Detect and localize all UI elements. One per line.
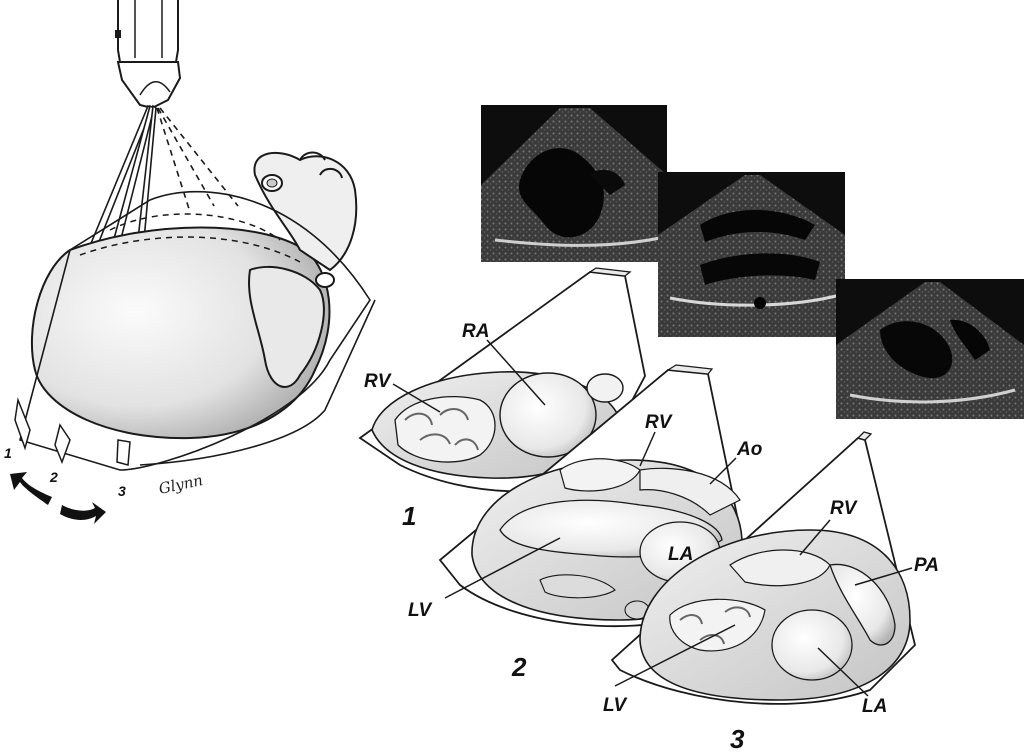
section-number-2: 2	[511, 652, 527, 682]
rv-leader-line-2	[639, 431, 656, 467]
label-ao: Ao	[736, 439, 762, 460]
label-la-3: LA	[862, 696, 887, 717]
label-la-2: LA	[668, 544, 693, 565]
la-leader-line-3	[817, 647, 869, 697]
echo-image-2	[658, 172, 845, 337]
label-lv-2: LV	[408, 600, 433, 621]
rotate-arrow-left-icon	[10, 472, 52, 505]
section-3-slice	[610, 431, 916, 705]
label-rv-1: RV	[364, 371, 392, 392]
label-ra: RA	[462, 321, 489, 342]
echo-image-3	[836, 279, 1024, 419]
label-lv-3: LV	[603, 695, 628, 716]
artist-signature: Glynn	[157, 471, 204, 498]
plane-label-2: 2	[49, 469, 58, 485]
echo-image-1	[481, 105, 667, 262]
section-3-labels: RV PA LV LA 3	[603, 498, 939, 753]
section-1-labels: RA RV 1	[364, 321, 546, 531]
lv-leader-line-3	[614, 624, 736, 687]
section-number-3: 3	[730, 724, 745, 753]
lv-leader-line-2	[444, 537, 561, 599]
rv-leader-line-3	[799, 519, 831, 556]
pa-leader-line	[854, 567, 913, 586]
plane-label-1: 1	[4, 445, 12, 461]
label-rv-2: RV	[645, 412, 673, 433]
plane-label-3: 3	[118, 483, 126, 499]
rv-leader-line-1	[392, 383, 441, 413]
heart-illustration	[14, 151, 376, 471]
rotate-arrow-right-icon	[60, 502, 106, 524]
label-rv-3: RV	[830, 498, 858, 519]
section-2-labels: RV Ao LA LV 2	[408, 412, 762, 682]
ra-leader-line	[486, 339, 546, 406]
ultrasound-probe-icon	[115, 0, 182, 110]
ao-leader-line	[709, 457, 737, 485]
section-number-1: 1	[402, 501, 416, 531]
label-pa: PA	[914, 555, 939, 576]
